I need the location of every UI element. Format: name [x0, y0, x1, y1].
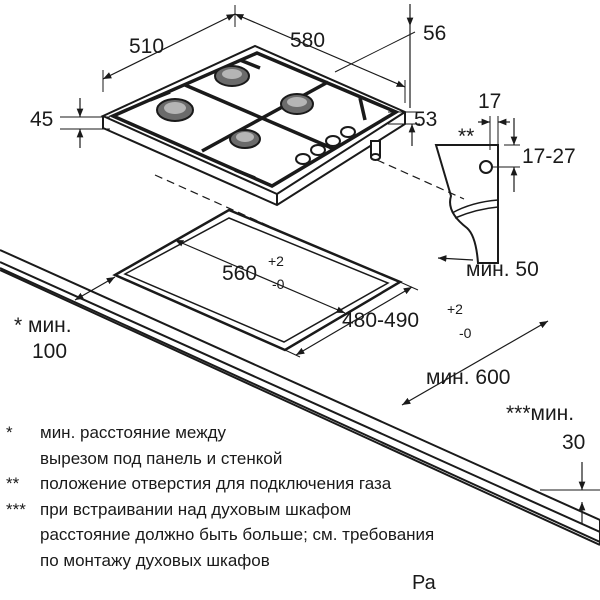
footnote-2: ** положение отверстия для подключения г… — [0, 471, 600, 497]
dimension-line-min-600 — [401, 320, 549, 406]
dim-min-100-prefix: * мин. — [14, 314, 72, 337]
dim-510: 510 — [129, 35, 164, 58]
dim-min-600: мин. 600 — [426, 366, 510, 389]
dim-53: 53 — [414, 108, 437, 131]
dim-56: 56 — [423, 22, 446, 45]
footnote-line: мин. расстояние между — [40, 423, 226, 442]
footnote-line: вырезом под панель и стенкой — [40, 448, 283, 468]
burner-left — [156, 98, 194, 122]
countertop — [0, 249, 600, 546]
cut-off-text: Ра — [412, 572, 436, 594]
hob-body — [100, 44, 408, 207]
dim-560: 560 — [222, 262, 257, 285]
footnotes: * мин. расстояние между вырезом под пане… — [0, 420, 600, 573]
dim-480-490: 480-490 — [342, 309, 419, 332]
dim-min-30-value: 30 — [562, 431, 585, 454]
dim-17-27: 17-27 — [522, 145, 576, 168]
control-knobs — [295, 126, 356, 165]
footnote-line: при встраивании над духовым шкафом — [40, 499, 352, 519]
pan-support — [108, 51, 400, 188]
side-profile-detail — [434, 144, 499, 264]
dimension-line-min-50 — [437, 255, 474, 262]
footnote-3: *** при встраивании над духовым шкафом р… — [0, 497, 600, 574]
footnote-line: положение отверстия для подключения газа — [40, 474, 392, 493]
dim-480-tol-minus: -0 — [459, 325, 472, 341]
footnote-mark: * — [6, 423, 13, 442]
double-asterisk-mark: ** — [458, 125, 474, 148]
dim-min-30-prefix: ***мин. — [506, 402, 574, 425]
dimension-line-560 — [174, 239, 346, 314]
dimension-line-480-490 — [295, 286, 413, 356]
footnote-1: * мин. расстояние между вырезом под пане… — [0, 420, 600, 471]
dimension-line-580 — [234, 13, 406, 88]
dim-580: 580 — [290, 29, 325, 52]
dim-min-100-value: 100 — [32, 340, 67, 363]
footnote-line: расстояние должно быть больше; см. требо… — [40, 525, 435, 544]
gas-connector — [370, 140, 381, 161]
dim-45: 45 — [30, 108, 53, 131]
footnote-line: по монтажу духовых шкафов — [40, 550, 270, 570]
dimension-line-min-100 — [74, 276, 116, 301]
dim-560-tol-minus: -0 — [272, 276, 285, 292]
dim-560-tol-plus: +2 — [268, 253, 284, 269]
dim-480-tol-plus: +2 — [447, 301, 463, 317]
burner-rear — [214, 65, 250, 87]
burner-front — [229, 129, 261, 149]
footnote-mark: *** — [6, 499, 26, 519]
dim-17: 17 — [478, 90, 501, 113]
dimension-line-510 — [102, 13, 236, 80]
dim-min-50: мин. 50 — [466, 258, 539, 281]
footnote-mark: ** — [6, 474, 20, 493]
burner-right — [280, 93, 314, 115]
